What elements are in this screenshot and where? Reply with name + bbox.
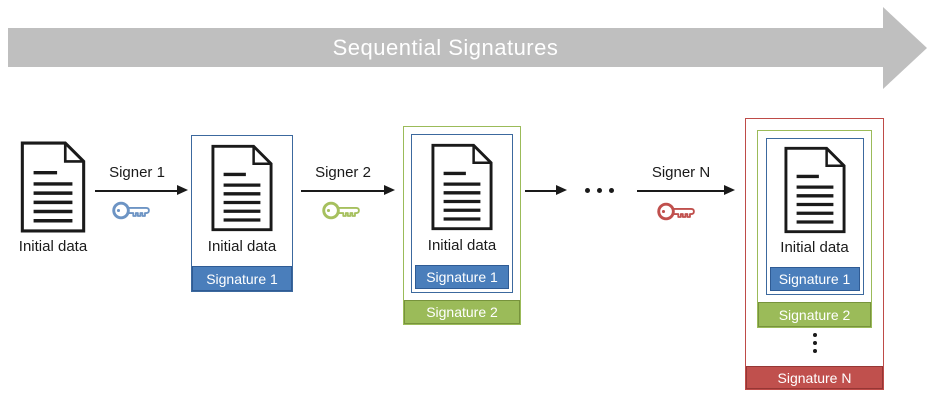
signed-document-box: Initial data Signature 1 Signature 2 bbox=[757, 130, 872, 328]
arrow-icon bbox=[525, 185, 567, 195]
document-icon bbox=[211, 144, 273, 232]
diagram-title: Sequential Signatures bbox=[332, 34, 559, 60]
ellipsis-vertical-icon bbox=[812, 333, 817, 353]
document-label: Initial data bbox=[780, 239, 849, 256]
arrow-icon bbox=[95, 185, 188, 195]
document-stage-1: Initial data bbox=[10, 141, 96, 255]
document-icon bbox=[431, 143, 493, 231]
signature-1-band: Signature 1 bbox=[192, 266, 292, 291]
key-icon bbox=[112, 201, 150, 220]
signed-document-box: Initial data Signature 1 bbox=[411, 134, 513, 293]
signature-2-band: Signature 2 bbox=[758, 302, 871, 327]
document-label: Initial data bbox=[207, 238, 277, 255]
banner-arrow: Sequential Signatures bbox=[8, 28, 883, 67]
signer-1-label: Signer 1 bbox=[109, 164, 165, 181]
document-icon bbox=[783, 146, 846, 234]
signer-n-label: Signer N bbox=[651, 164, 711, 181]
document-stage-n: Initial data Signature 1 Signature 2 Sig… bbox=[745, 118, 884, 390]
document-stage-2: Initial data Signature 1 bbox=[191, 135, 293, 292]
document-label: Initial data bbox=[427, 237, 497, 254]
signature-n-band: Signature N bbox=[746, 366, 883, 389]
banner-arrowhead-icon bbox=[883, 7, 927, 89]
arrow-icon bbox=[301, 185, 395, 195]
signer-2-label: Signer 2 bbox=[315, 164, 371, 181]
signature-2-band: Signature 2 bbox=[404, 299, 520, 324]
document-stage-3: Initial data Signature 1 Signature 2 bbox=[403, 126, 521, 325]
key-icon bbox=[322, 201, 360, 220]
signed-document-box: Initial data Signature 1 bbox=[765, 138, 864, 295]
arrow-icon bbox=[637, 185, 735, 195]
document-label: Initial data bbox=[18, 238, 88, 255]
ellipsis-horizontal-icon bbox=[585, 188, 614, 193]
signature-1-band: Signature 1 bbox=[415, 264, 509, 289]
key-icon bbox=[657, 202, 695, 221]
signature-1-band: Signature 1 bbox=[769, 267, 860, 291]
document-icon bbox=[20, 141, 86, 233]
